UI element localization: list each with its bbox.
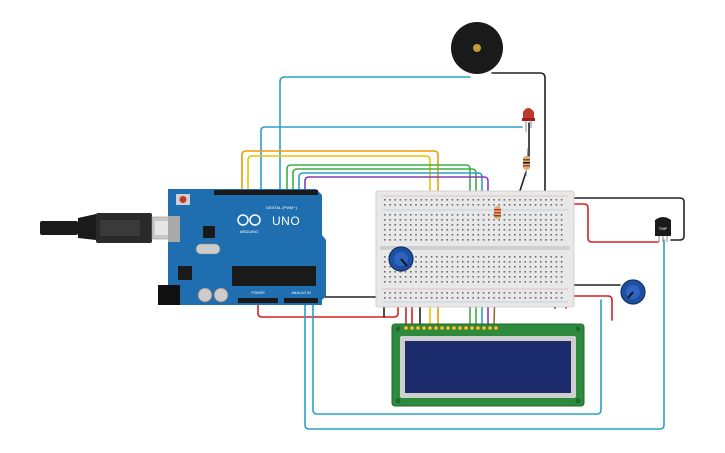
wire-purple-1	[304, 176, 489, 326]
wire-blue-led	[260, 126, 523, 191]
lcd-display	[391, 323, 585, 407]
resistor-board	[494, 206, 501, 219]
potentiometer-left[interactable]	[388, 246, 414, 272]
wire-red-1	[257, 286, 399, 318]
power-jack	[158, 285, 180, 305]
wire-yellow-1	[247, 155, 431, 326]
piezo-buzzer	[451, 22, 503, 74]
wire-orange-1	[241, 150, 439, 326]
wire-black-tmp	[555, 197, 685, 241]
usb-cable	[40, 213, 177, 243]
microcontroller-chip	[232, 266, 316, 286]
power-header	[238, 298, 278, 303]
tmp-sensor-label: TMP	[659, 226, 668, 231]
lcd-screen	[405, 341, 571, 393]
wire-green-2	[292, 168, 477, 326]
wire-blue-2	[298, 172, 483, 326]
lcd-header-pins	[403, 325, 499, 331]
digital-pins-label: DIGITAL (PWM~)	[266, 205, 298, 210]
wire-black-gnd	[316, 296, 385, 318]
resistor-led	[523, 147, 530, 177]
analog-header	[284, 298, 318, 303]
breadboard	[375, 190, 575, 308]
digital-header	[214, 190, 318, 195]
wire-red-tmp	[565, 203, 659, 243]
red-led	[522, 108, 535, 132]
arduino-logo-text: ARDUINO	[240, 229, 258, 234]
arduino-board: ARDUINO UNO DIGITAL (PWM~) POWER ANALOG …	[158, 189, 326, 305]
wire-red-pot	[565, 295, 613, 321]
wire-black-buzzer	[491, 72, 546, 195]
wire-green-1	[286, 164, 471, 326]
power-pins-label: POWER	[251, 291, 265, 295]
potentiometer-right[interactable]	[620, 279, 646, 305]
arduino-logo: ARDUINO	[237, 214, 261, 234]
wire-blue-buzzer	[279, 76, 471, 191]
wire-blue-bottom-1	[312, 299, 602, 415]
board-model-label: UNO	[272, 214, 300, 228]
tmp-sensor: TMP	[655, 217, 671, 242]
analog-pins-label: ANALOG IN	[291, 291, 311, 295]
wire-blue-bottom-2	[304, 239, 665, 430]
